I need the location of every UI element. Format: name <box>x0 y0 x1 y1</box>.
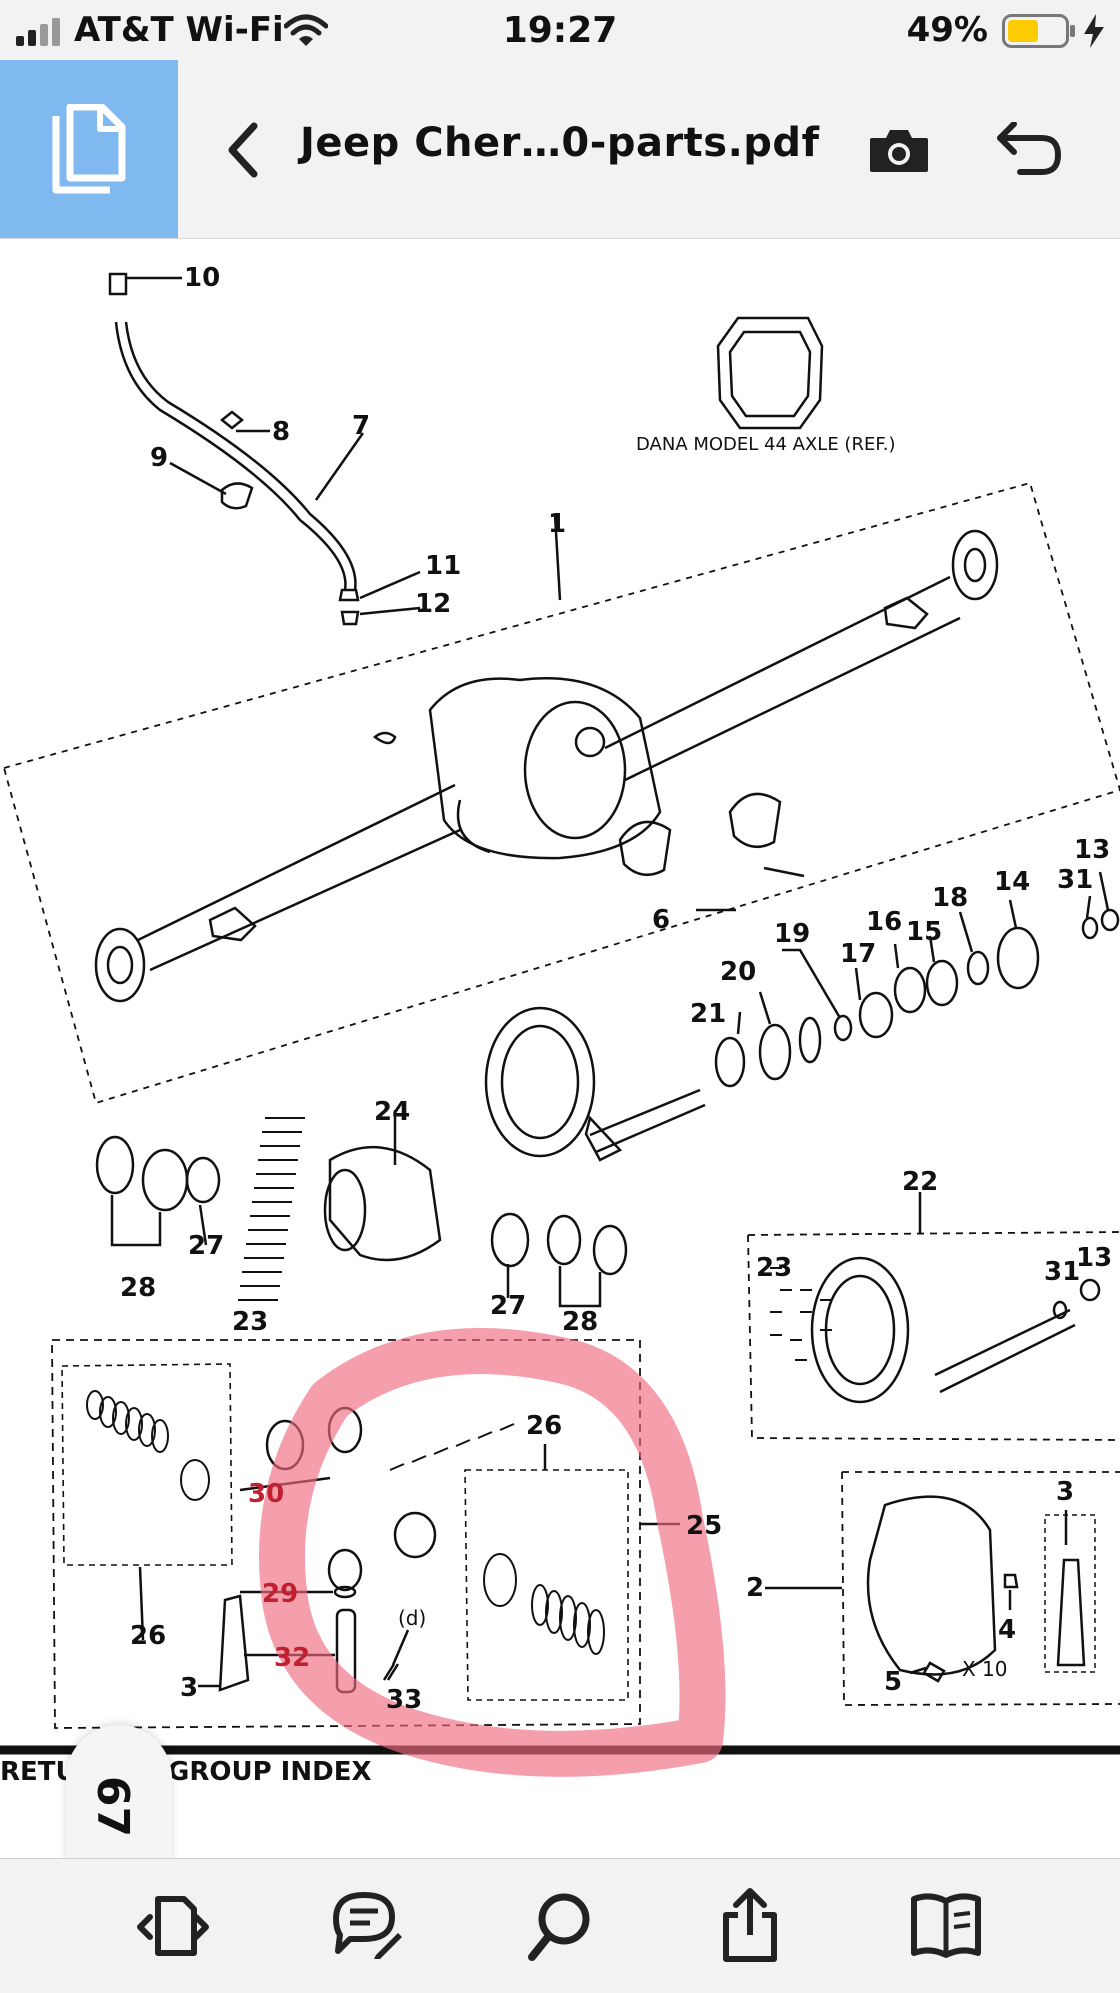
part-number-label: 23 <box>756 1253 793 1283</box>
document-tile[interactable] <box>0 60 178 238</box>
part-number-label: 15 <box>906 917 943 947</box>
part-number-label: 31 <box>1057 865 1094 895</box>
part-number-label: 17 <box>840 939 877 969</box>
part-number-label: 3 <box>1056 1477 1075 1507</box>
part-number-label: 1 <box>548 509 567 539</box>
part-number-label: 8 <box>272 417 291 447</box>
part-number-label: 14 <box>994 867 1031 897</box>
part-number-label: 30 <box>248 1479 285 1509</box>
part-number-label: 20 <box>720 957 757 987</box>
part-number-label: 18 <box>932 883 969 913</box>
pdf-page[interactable]: DANA MODEL 44 AXLE (REF.) X 10 (d) 10 8 … <box>0 239 1120 1859</box>
part-number-label: 19 <box>774 919 811 949</box>
part-number-label: 3 <box>180 1673 199 1703</box>
part-number-label: 11 <box>425 551 462 581</box>
part-number-label: 32 <box>274 1643 311 1673</box>
sub-note: (d) <box>398 1606 427 1630</box>
part-number-label: 2 <box>746 1573 765 1603</box>
reader-icon[interactable] <box>910 1889 982 1959</box>
carrier-name: AT&T Wi-Fi <box>74 10 284 50</box>
part-number-label: 5 <box>884 1667 903 1697</box>
part-number-label: 9 <box>150 443 169 473</box>
part-number-label: 33 <box>386 1685 423 1715</box>
part-number-label: 6 <box>652 905 671 935</box>
part-number-label: 31 <box>1044 1257 1081 1287</box>
battery-percent: 49% <box>906 10 988 50</box>
part-number-label: 13 <box>1074 835 1111 865</box>
part-number-label: 25 <box>686 1511 723 1541</box>
part-number-label: 26 <box>526 1411 563 1441</box>
part-number-label: 16 <box>866 907 903 937</box>
charging-bolt-icon <box>1084 14 1104 48</box>
document-title: Jeep Cher…0-parts.pdf <box>300 120 820 166</box>
part-number-label: 26 <box>130 1621 167 1651</box>
part-number-label: 12 <box>415 589 452 619</box>
part-number-label: 27 <box>188 1231 225 1261</box>
part-number-label: 13 <box>1076 1243 1113 1273</box>
battery-icon <box>1002 14 1075 48</box>
part-number-label: 4 <box>998 1615 1017 1645</box>
page-number: 67 <box>87 1775 139 1838</box>
search-icon[interactable] <box>526 1889 594 1963</box>
part-number-label: 27 <box>490 1291 527 1321</box>
part-number-label: 24 <box>374 1097 411 1127</box>
camera-icon[interactable] <box>868 126 930 174</box>
part-number-label: 23 <box>232 1307 269 1337</box>
quantity-note: X 10 <box>962 1657 1008 1681</box>
part-number-label: 10 <box>184 263 221 293</box>
highlight-mark <box>259 1328 726 1777</box>
group-index-link[interactable]: GROUP INDEX <box>168 1757 372 1787</box>
share-icon[interactable] <box>720 1885 780 1965</box>
part-number-label: 22 <box>902 1167 939 1197</box>
status-bar: AT&T Wi-Fi 19:27 49% <box>0 0 1120 60</box>
undo-arrow-icon[interactable] <box>994 122 1064 178</box>
document-icon <box>52 104 126 194</box>
cellular-signal-icon <box>16 18 60 46</box>
pdf-toolbar: Jeep Cher…0-parts.pdf <box>0 60 1120 239</box>
part-number-label: 21 <box>690 999 727 1029</box>
vent-hose <box>108 272 357 591</box>
clock-time: 19:27 <box>502 10 618 51</box>
part-number-label: 7 <box>352 411 371 441</box>
dana-axle-caption: DANA MODEL 44 AXLE (REF.) <box>636 434 896 455</box>
bottom-toolbar <box>0 1858 1120 1993</box>
part-number-label: 28 <box>120 1273 157 1303</box>
axle-exploded-diagram <box>0 272 1120 1777</box>
annotate-icon[interactable] <box>328 1889 404 1961</box>
page-view-icon[interactable] <box>136 1891 210 1961</box>
chevron-left-icon[interactable] <box>226 122 260 178</box>
part-number-label: 28 <box>562 1307 599 1337</box>
wifi-icon <box>284 14 328 46</box>
return-link[interactable]: RETU <box>0 1757 77 1787</box>
part-number-label: 29 <box>262 1579 299 1609</box>
